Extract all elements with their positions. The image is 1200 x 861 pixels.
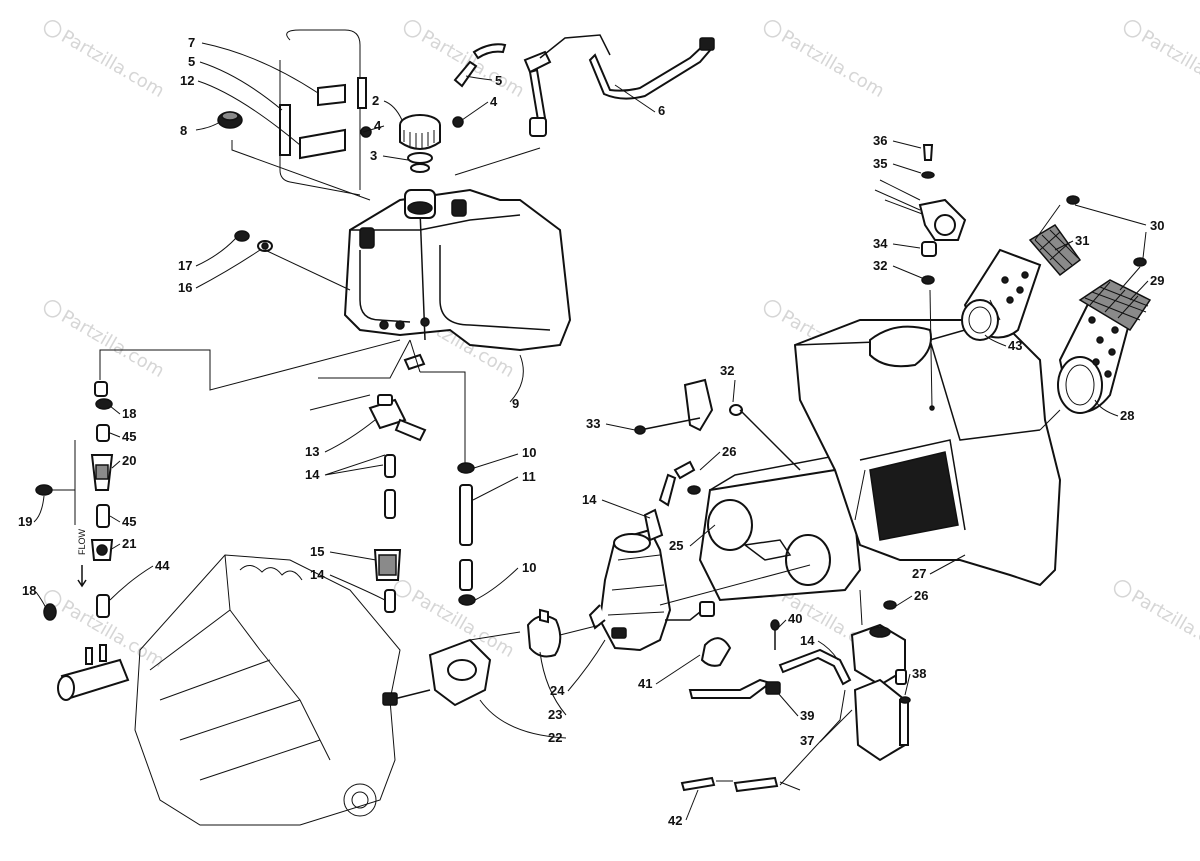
callout-19: 19 — [18, 514, 32, 529]
callout-31: 31 — [1075, 233, 1089, 248]
grommet[interactable] — [217, 111, 243, 129]
callout-16: 16 — [178, 280, 192, 295]
callout-41: 41 — [638, 676, 652, 691]
fuel-gauge-sender[interactable] — [523, 34, 715, 137]
callout-30: 30 — [1150, 218, 1164, 233]
leader-lines — [33, 42, 1149, 821]
callout-33: 33 — [586, 416, 600, 431]
callout-32a: 32 — [720, 363, 734, 378]
callout-45b: 45 — [122, 514, 136, 529]
callout-40: 40 — [788, 611, 802, 626]
fuel-line-assembly-left[interactable]: FLOW — [35, 339, 401, 701]
callout-14b: 14 — [310, 567, 325, 582]
callout-14d: 14 — [800, 633, 815, 648]
callout-10b: 10 — [522, 560, 536, 575]
callout-9: 9 — [512, 396, 519, 411]
callout-3: 3 — [370, 148, 377, 163]
callout-34: 34 — [873, 236, 888, 251]
callout-21: 21 — [122, 536, 136, 551]
tank-fittings[interactable] — [234, 230, 273, 252]
callout-24: 24 — [550, 683, 565, 698]
fuel-cap[interactable] — [399, 114, 441, 173]
callout-20: 20 — [122, 453, 136, 468]
screen-mesh-large[interactable] — [1078, 279, 1152, 332]
fuel-hose[interactable] — [403, 353, 476, 606]
gasket-plates[interactable] — [279, 83, 346, 160]
callout-28: 28 — [1120, 408, 1134, 423]
callout-43: 43 — [1008, 338, 1022, 353]
carburetor[interactable] — [588, 473, 715, 652]
callout-27: 27 — [912, 566, 926, 581]
silencer-tube-small[interactable] — [961, 248, 1042, 341]
callout-2: 2 — [372, 93, 379, 108]
carburetor-clamp[interactable] — [526, 608, 562, 658]
callout-38: 38 — [912, 666, 926, 681]
callout-5: 5 — [188, 54, 195, 69]
callout-numbers: 7 5 12 8 2 4 3 5 4 6 17 16 9 18 45 20 19… — [18, 35, 1164, 828]
callout-4-top: 4 — [490, 94, 498, 109]
fitting[interactable] — [452, 116, 464, 128]
fuel-pump[interactable] — [850, 623, 911, 762]
air-intake-adapter[interactable] — [698, 454, 862, 602]
watermark-text: Partzilla.com — [58, 26, 168, 102]
callout-29: 29 — [1150, 273, 1164, 288]
callout-6: 6 — [658, 103, 665, 118]
callout-37: 37 — [800, 733, 814, 748]
callout-14c: 14 — [582, 492, 597, 507]
callout-36: 36 — [873, 133, 887, 148]
callout-44: 44 — [155, 558, 170, 573]
callout-11: 11 — [522, 469, 536, 484]
callout-26b: 26 — [914, 588, 928, 603]
callout-25: 25 — [669, 538, 683, 553]
flow-label: FLOW — [77, 528, 87, 555]
vent-hose[interactable] — [357, 43, 507, 109]
callout-12: 12 — [180, 73, 194, 88]
watermark-text: Partzilla.com — [58, 306, 168, 382]
primer-pump[interactable] — [874, 144, 1147, 409]
silencer-tube-large[interactable] — [1057, 298, 1132, 414]
hose-pieces[interactable] — [680, 776, 801, 793]
air-silencer-box[interactable] — [793, 319, 1062, 587]
callout-45: 45 — [122, 429, 136, 444]
callout-18b: 18 — [22, 583, 36, 598]
pulse-hose[interactable] — [688, 619, 852, 699]
watermark-text: Partzilla.com — [1128, 586, 1200, 662]
callout-17: 17 — [178, 258, 192, 273]
engine-block[interactable] — [134, 554, 431, 826]
callout-23: 23 — [548, 707, 562, 722]
callout-13: 13 — [305, 444, 319, 459]
callout-42: 42 — [668, 813, 682, 828]
callout-18: 18 — [122, 406, 136, 421]
callout-5-top: 5 — [495, 73, 502, 88]
fitting[interactable] — [360, 126, 372, 138]
callout-35: 35 — [873, 156, 887, 171]
callout-7: 7 — [188, 35, 195, 50]
intake-flange[interactable] — [428, 638, 492, 707]
fuel-valve[interactable] — [318, 339, 427, 613]
callout-26a: 26 — [722, 444, 736, 459]
assembly-lines — [231, 140, 1141, 786]
mounting-screws[interactable] — [673, 460, 897, 610]
watermark-text: Partzilla.com — [1138, 26, 1200, 102]
callout-39: 39 — [800, 708, 814, 723]
callout-4: 4 — [374, 118, 382, 133]
watermark-text: Partzilla.com — [778, 26, 888, 102]
callout-8: 8 — [180, 123, 187, 138]
callout-15: 15 — [310, 544, 324, 559]
callout-32b: 32 — [873, 258, 887, 273]
callout-10a: 10 — [522, 445, 536, 460]
choke-plunger[interactable] — [634, 378, 801, 471]
callout-14a: 14 — [305, 467, 320, 482]
fuel-tank[interactable] — [279, 29, 572, 352]
watermark-text: Partzilla.com — [58, 596, 168, 672]
